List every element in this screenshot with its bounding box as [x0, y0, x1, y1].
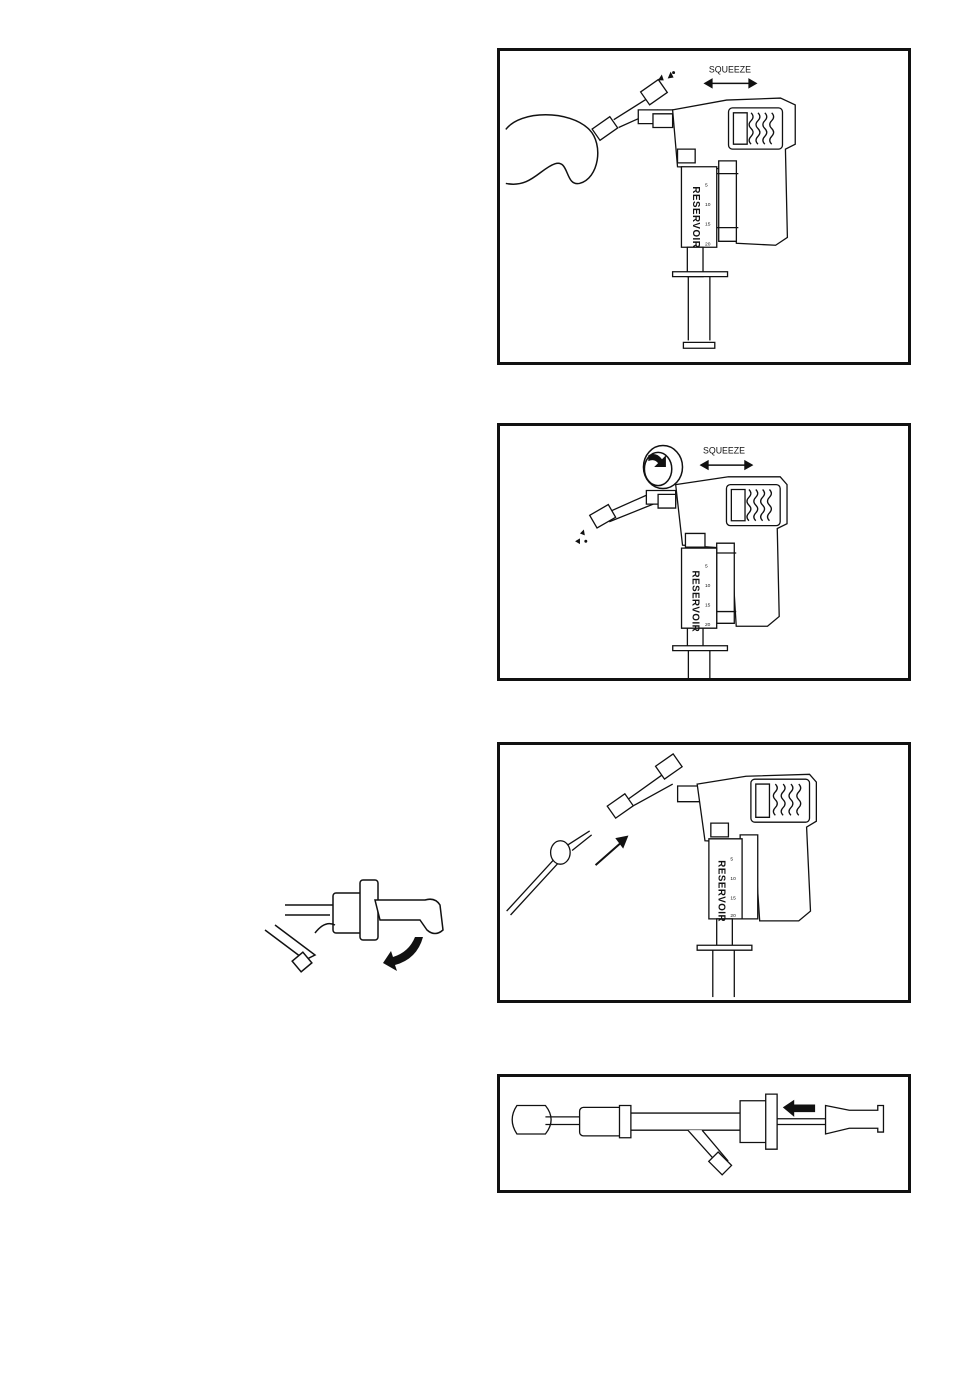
- reservoir-label: RESERVOIR: [716, 860, 727, 922]
- svg-text:20: 20: [705, 241, 711, 247]
- squeeze-label: SQUEEZE: [709, 65, 751, 75]
- stopcock-handle-illustration: [255, 875, 455, 980]
- squeeze-arrow-icon: [705, 79, 756, 87]
- reservoir-label: RESERVOIR: [690, 186, 701, 248]
- inflation-device-illustration-2: 5 10 15 20 RESERVOIR SQUEEZE: [500, 426, 908, 678]
- svg-text:20: 20: [705, 622, 711, 628]
- inflation-device-illustration-1: 5 10 15 20 RESERVOIR SQUEEZE: [500, 51, 908, 362]
- figure-panel-3: 5 10 15 20 RESERVOIR: [497, 742, 911, 1003]
- svg-text:5: 5: [705, 182, 708, 188]
- svg-text:5: 5: [730, 856, 733, 862]
- rotate-arrow-icon: [383, 937, 423, 971]
- reservoir-label: RESERVOIR: [689, 571, 700, 633]
- svg-text:15: 15: [705, 603, 711, 609]
- svg-text:10: 10: [705, 202, 711, 208]
- svg-text:15: 15: [705, 222, 711, 228]
- connector-assembly: [607, 754, 709, 818]
- svg-text:15: 15: [730, 895, 736, 901]
- squeeze-arrow-icon: [701, 461, 752, 469]
- figure-panel-4: [497, 1074, 911, 1193]
- spray-droplets: [658, 71, 675, 80]
- svg-text:10: 10: [730, 876, 736, 882]
- connector-detail-illustration: [500, 1077, 908, 1190]
- connector-assembly: [592, 80, 677, 141]
- spray-droplets: [575, 530, 587, 545]
- insert-arrow-icon: [596, 837, 627, 865]
- connector-line-assembly: [512, 1094, 883, 1175]
- figure-panel-1: 5 10 15 20 RESERVOIR SQUEEZE: [497, 48, 911, 365]
- balloon-outline: [506, 115, 598, 184]
- svg-text:5: 5: [705, 564, 708, 570]
- svg-text:10: 10: [705, 583, 711, 589]
- squeeze-label: SQUEEZE: [703, 445, 745, 455]
- catheter-needle: [507, 831, 592, 915]
- push-arrow-icon: [783, 1100, 815, 1117]
- inflation-device-illustration-3: 5 10 15 20 RESERVOIR: [500, 745, 908, 1000]
- connector-assembly: [590, 490, 676, 528]
- svg-text:20: 20: [730, 913, 736, 919]
- figure-panel-2: 5 10 15 20 RESERVOIR SQUEEZE: [497, 423, 911, 681]
